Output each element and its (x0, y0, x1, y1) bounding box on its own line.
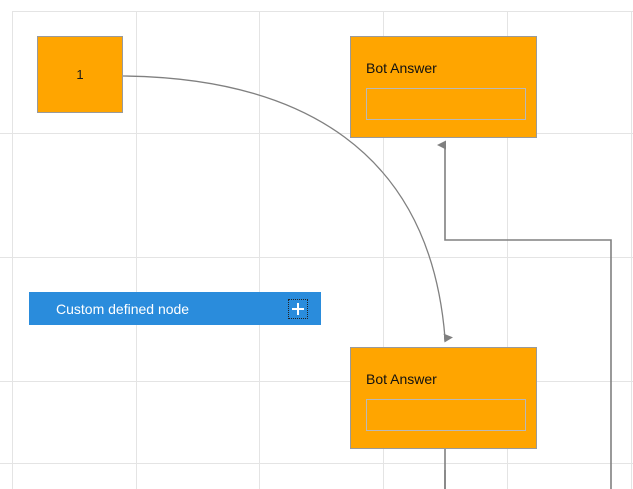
node-bot-answer-top[interactable]: Bot Answer (350, 36, 537, 138)
node-bot-answer-bottom-title: Bot Answer (366, 371, 437, 387)
plus-icon[interactable] (288, 298, 308, 319)
node-bot-answer-top-field[interactable] (366, 88, 526, 120)
node-bot-answer-top-title: Bot Answer (366, 60, 437, 76)
node-custom-defined-label: Custom defined node (56, 300, 190, 317)
connector-curve-start-to-bot-bottom (122, 75, 453, 343)
node-start[interactable]: 1 (37, 36, 123, 113)
node-custom-defined[interactable]: Custom defined node (29, 292, 321, 325)
node-bot-answer-bottom-field[interactable] (366, 399, 526, 431)
node-bot-answer-bottom[interactable]: Bot Answer (350, 347, 537, 449)
node-start-label: 1 (76, 67, 84, 82)
